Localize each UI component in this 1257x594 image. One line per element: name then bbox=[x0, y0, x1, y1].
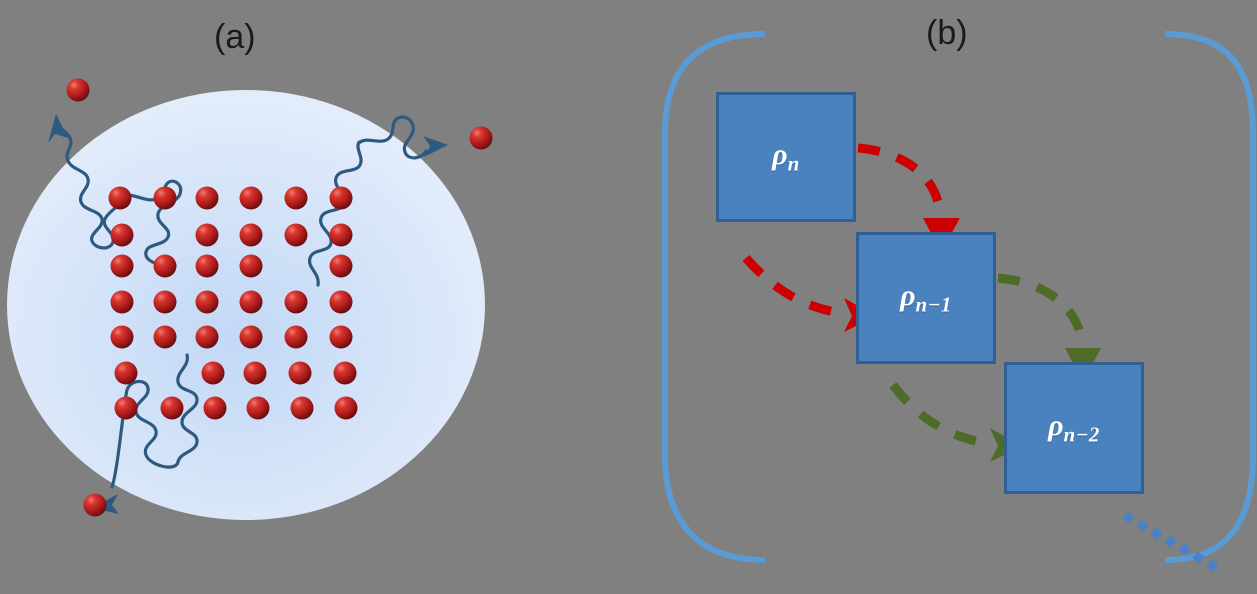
atom bbox=[160, 396, 184, 420]
rho-box-n-2[interactable]: ρn−2 bbox=[1004, 362, 1144, 494]
free-electrons bbox=[66, 78, 493, 517]
green-arrow-top-path bbox=[997, 273, 1087, 346]
atom bbox=[284, 290, 308, 314]
rho-n-1-label: ρn−1 bbox=[900, 278, 952, 317]
bracket-right bbox=[1164, 31, 1256, 563]
atom bbox=[288, 361, 312, 385]
atom bbox=[195, 186, 219, 210]
panel-b-label: (b) bbox=[926, 14, 968, 52]
atom bbox=[153, 325, 177, 349]
atom bbox=[201, 361, 225, 385]
wave-4 bbox=[110, 353, 199, 489]
atom bbox=[284, 325, 308, 349]
red-arrow-left-path bbox=[742, 255, 847, 319]
atom bbox=[108, 186, 132, 210]
atom bbox=[329, 186, 353, 210]
red-arrow-group bbox=[742, 143, 945, 319]
atom bbox=[284, 223, 308, 247]
red-arrow-top-path bbox=[857, 143, 945, 216]
atom bbox=[239, 186, 263, 210]
atom bbox=[195, 223, 219, 247]
wave-1 bbox=[56, 122, 122, 250]
rho-n-label: ρn bbox=[772, 137, 800, 176]
atom bbox=[239, 290, 263, 314]
wave-3-arrowhead bbox=[423, 136, 448, 157]
atom bbox=[329, 325, 353, 349]
atom bbox=[110, 223, 134, 247]
atom bbox=[290, 396, 314, 420]
bracket-group bbox=[662, 31, 1256, 563]
wave-1-arrowhead bbox=[48, 114, 68, 143]
rho-n-2-label: ρn−2 bbox=[1048, 408, 1100, 447]
atom bbox=[153, 254, 177, 278]
atom bbox=[333, 361, 357, 385]
green-arrow-left-path bbox=[889, 382, 993, 449]
bracket-left bbox=[662, 31, 766, 563]
free-electron bbox=[469, 126, 493, 150]
atom bbox=[153, 290, 177, 314]
green-arrow-group bbox=[889, 273, 1087, 449]
atom-lattice bbox=[108, 186, 358, 420]
atom bbox=[110, 254, 134, 278]
atom bbox=[284, 186, 308, 210]
free-electron bbox=[66, 78, 90, 102]
rho-box-n[interactable]: ρn bbox=[716, 92, 856, 222]
atom bbox=[329, 290, 353, 314]
atom bbox=[329, 254, 353, 278]
atom bbox=[243, 361, 267, 385]
atom bbox=[195, 325, 219, 349]
atom bbox=[110, 290, 134, 314]
free-electron bbox=[83, 493, 107, 517]
atom bbox=[153, 186, 177, 210]
atom bbox=[246, 396, 270, 420]
panel-b: ρn ρn−1 ρn−2 (b) bbox=[628, 0, 1257, 594]
atom bbox=[114, 361, 138, 385]
atom bbox=[203, 396, 227, 420]
atom bbox=[239, 223, 263, 247]
atom bbox=[114, 396, 138, 420]
atom bbox=[239, 254, 263, 278]
atom bbox=[239, 325, 263, 349]
atom bbox=[195, 290, 219, 314]
panel-a-graphics bbox=[7, 78, 493, 520]
atom bbox=[329, 223, 353, 247]
wave-3b bbox=[357, 115, 428, 160]
atom bbox=[195, 254, 219, 278]
panel-a: (a) bbox=[0, 0, 628, 594]
rho-box-n-1[interactable]: ρn−1 bbox=[856, 232, 996, 364]
panel-a-label: (a) bbox=[214, 18, 256, 56]
wave-3 bbox=[307, 140, 363, 287]
atom bbox=[334, 396, 358, 420]
atom bbox=[110, 325, 134, 349]
